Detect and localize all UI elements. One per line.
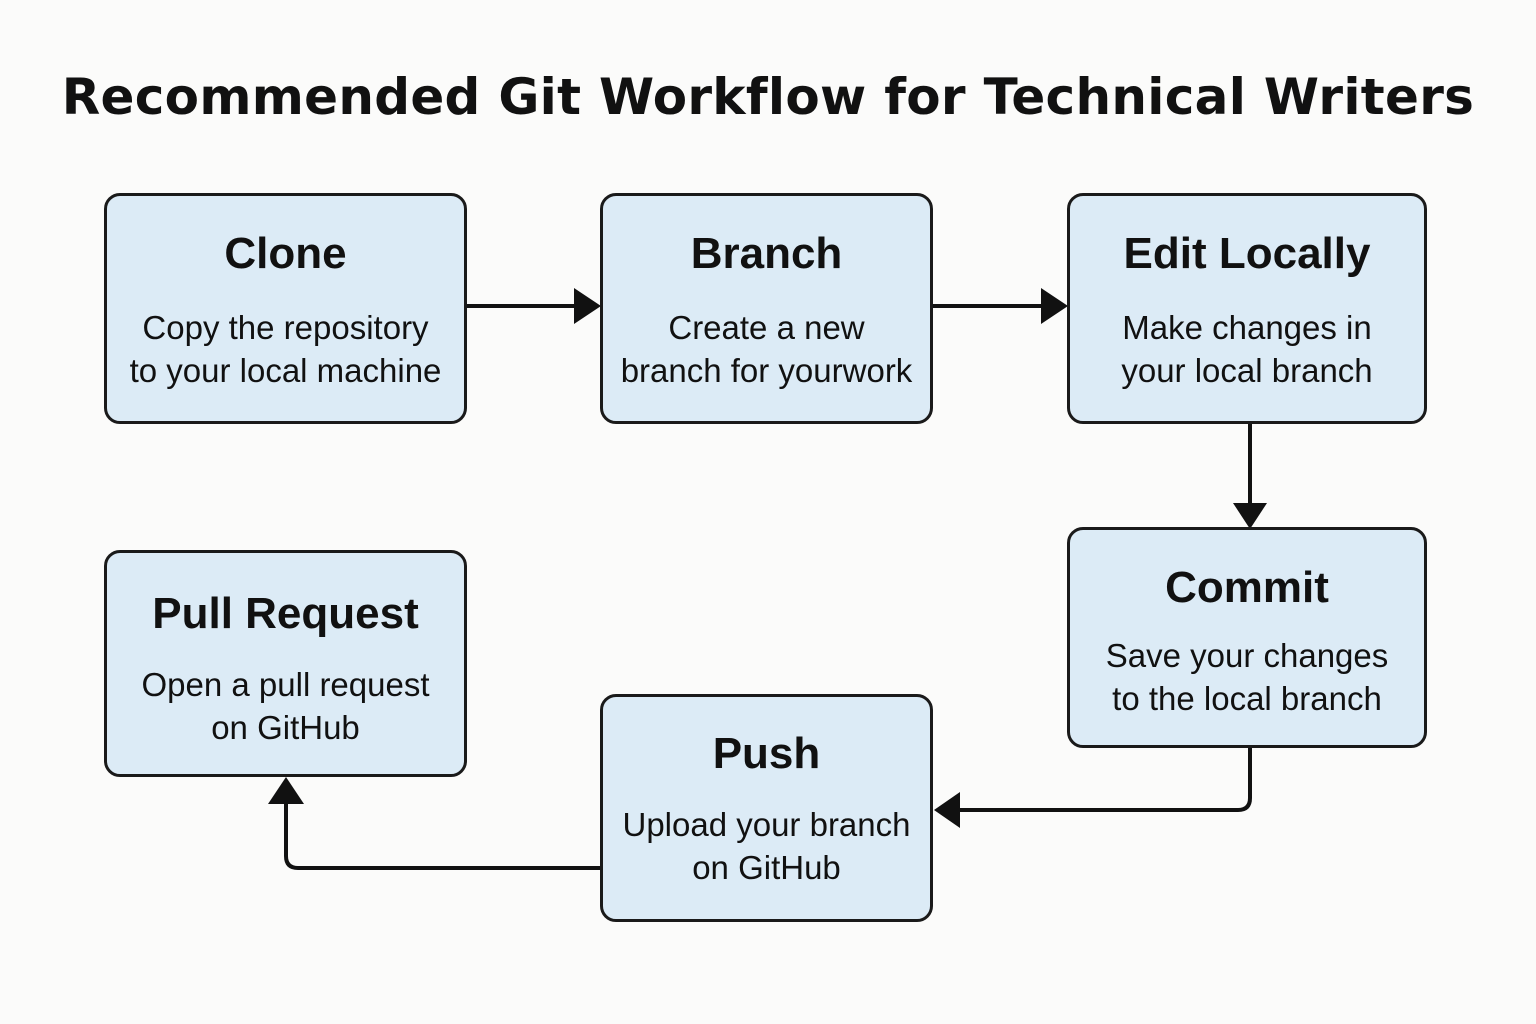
step-edit-locally-title: Edit Locally <box>1123 229 1371 278</box>
step-clone: Clone Copy the repository to your local … <box>104 193 467 424</box>
step-commit-title: Commit <box>1165 563 1329 612</box>
step-pull-request: Pull Request Open a pull request on GitH… <box>104 550 467 777</box>
arrow-edit-to-commit <box>1233 424 1267 529</box>
arrow-push-to-pull-request <box>268 777 600 870</box>
step-pull-request-title: Pull Request <box>152 589 419 638</box>
step-push-title: Push <box>712 729 821 778</box>
step-push-description: Upload your branch on GitHub <box>622 806 911 886</box>
step-edit-locally-description: Make changes in your local branch <box>1121 309 1373 389</box>
step-push: Push Upload your branch on GitHub <box>600 694 933 922</box>
arrow-branch-to-edit <box>933 288 1068 324</box>
step-commit-description: Save your changes to the local branch <box>1105 637 1389 717</box>
diagram-title: Recommended Git Workflow for Technical W… <box>61 68 1475 126</box>
step-edit-locally: Edit Locally Make changes in your local … <box>1067 193 1427 424</box>
step-branch-title: Branch <box>690 229 843 278</box>
step-branch-description: Create a new branch for yourwork <box>620 309 913 389</box>
step-pull-request-description: Open a pull request on GitHub <box>141 666 430 746</box>
step-commit: Commit Save your changes to the local br… <box>1067 527 1427 748</box>
step-clone-title: Clone <box>224 229 347 278</box>
arrow-clone-to-branch <box>467 288 601 324</box>
step-clone-description: Copy the repository to your local machin… <box>129 309 442 389</box>
arrow-commit-to-push <box>934 748 1252 828</box>
step-branch: Branch Create a new branch for yourwork <box>600 193 933 424</box>
